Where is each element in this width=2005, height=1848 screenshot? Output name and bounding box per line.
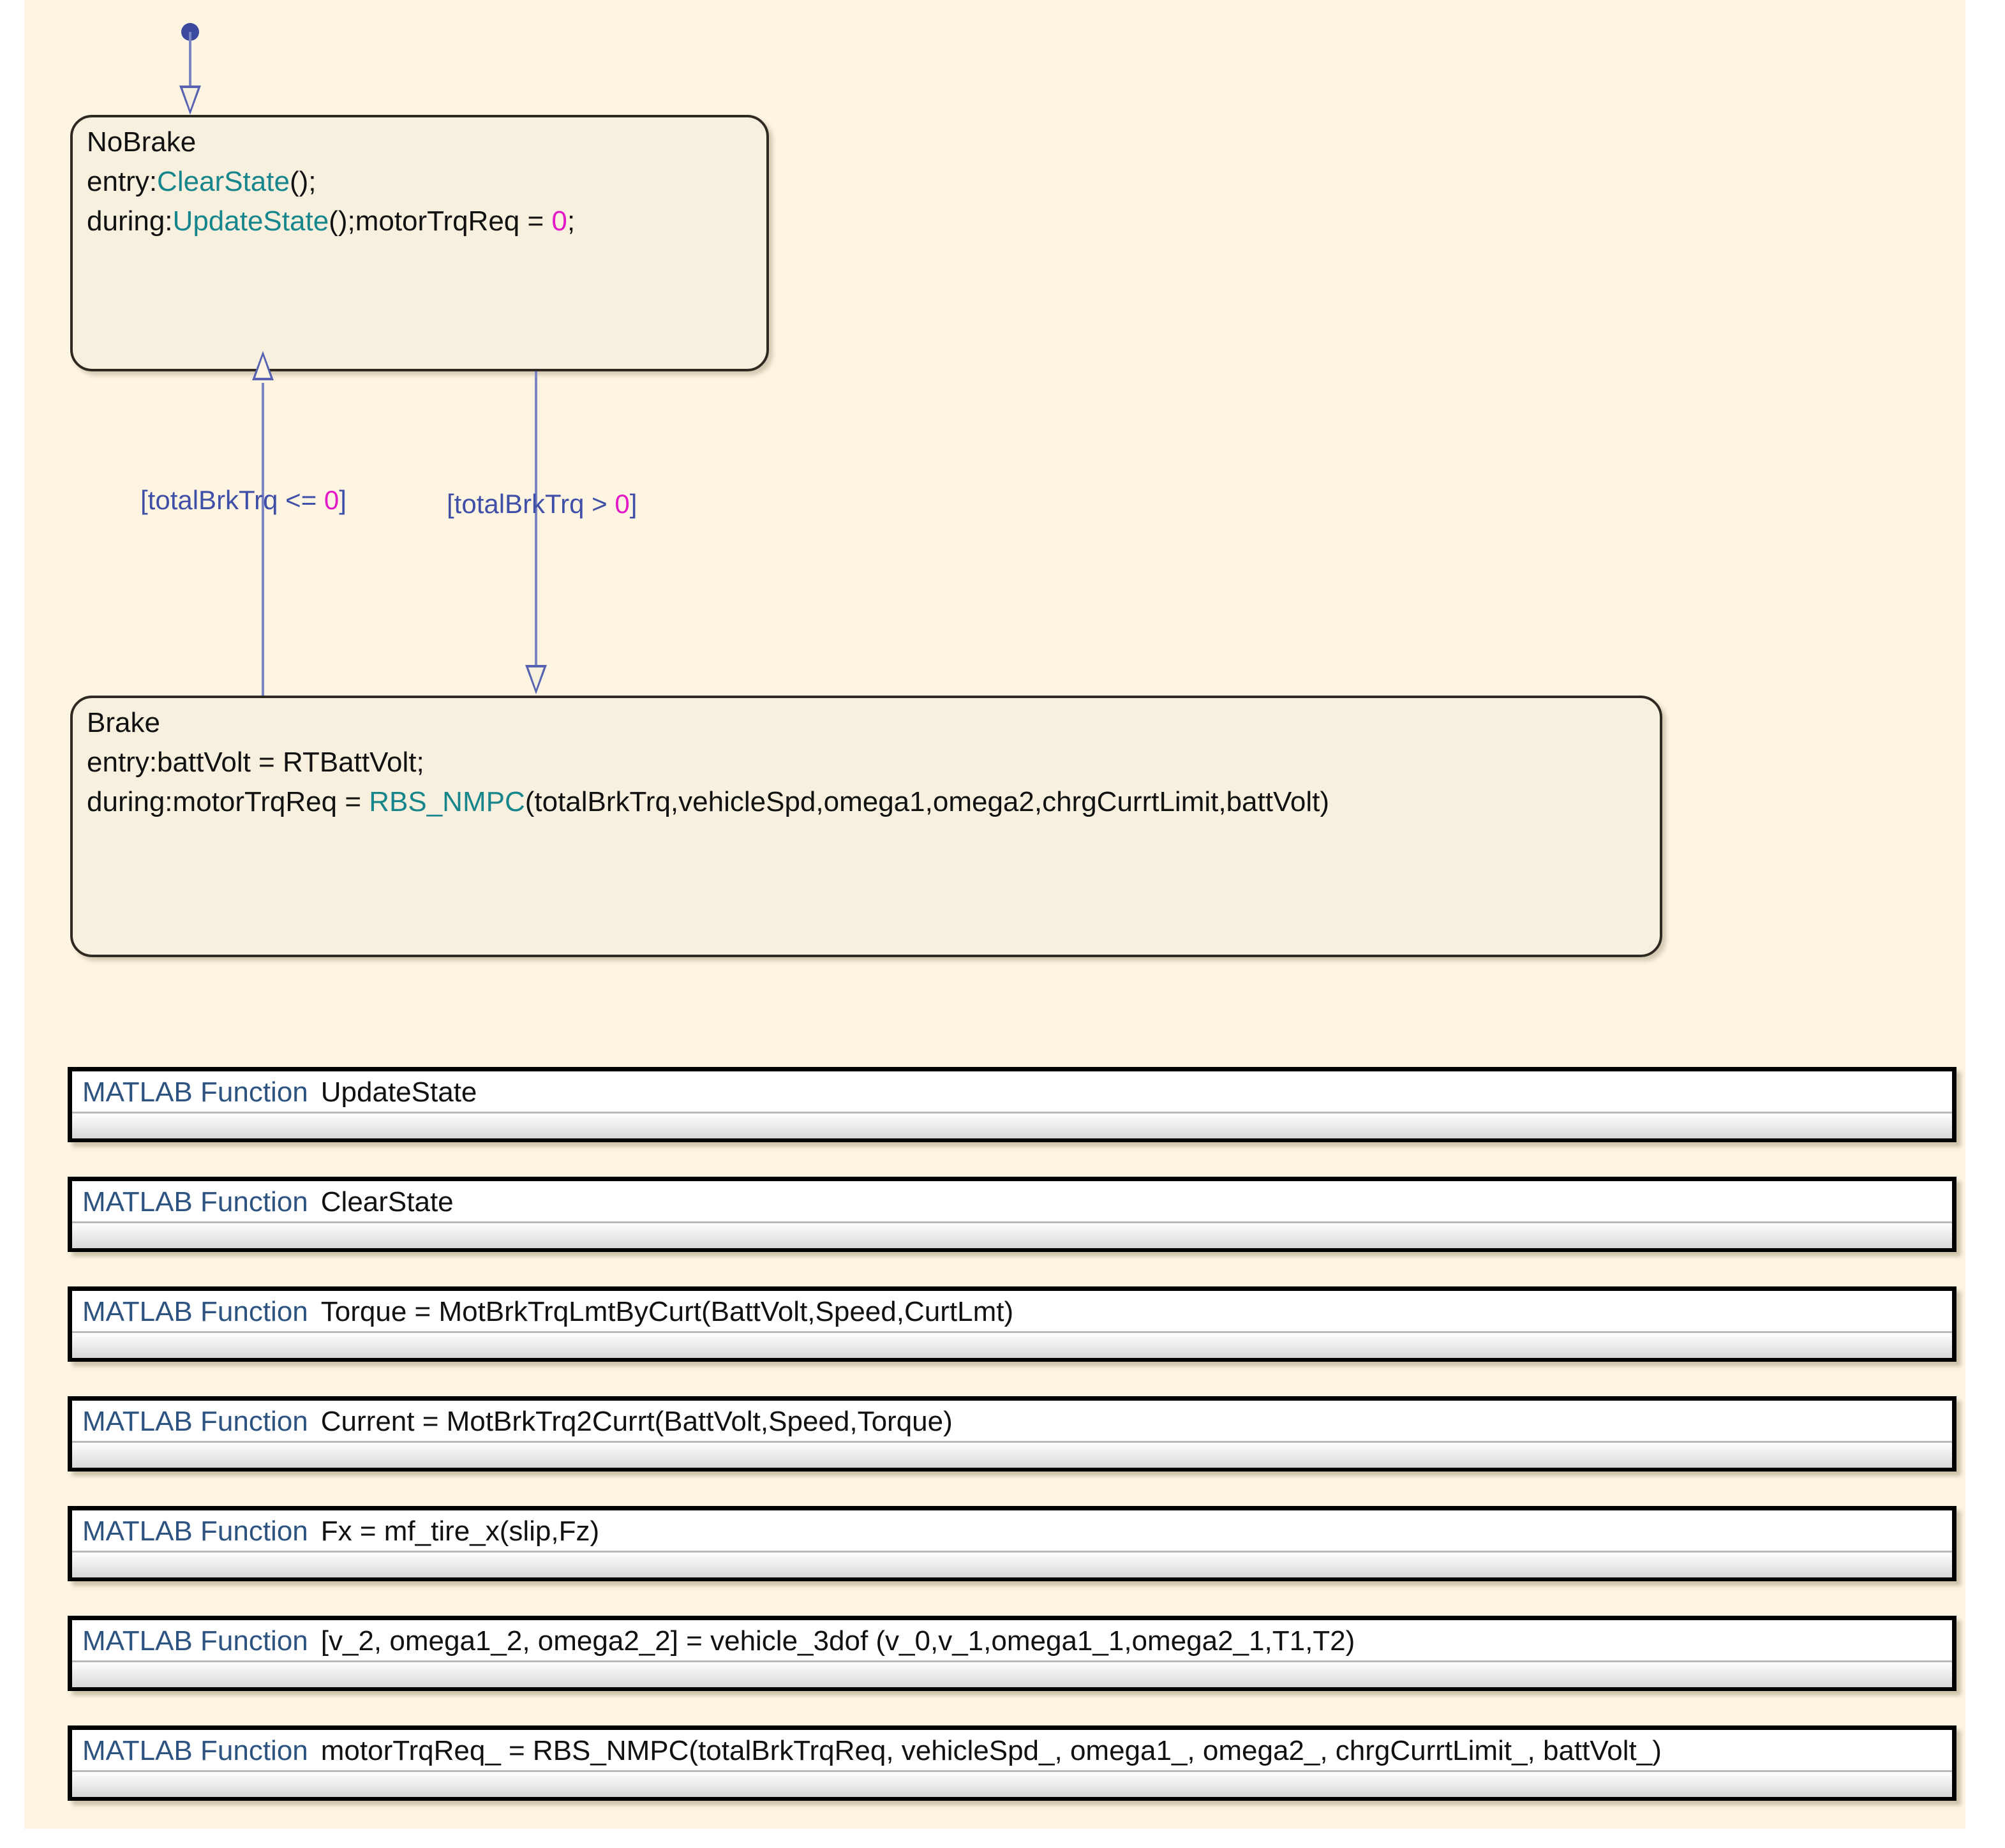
matlab-function-body bbox=[72, 1223, 1952, 1248]
matlab-function-title: MATLAB Function [v_2, omega1_2, omega2_2]… bbox=[72, 1620, 1952, 1662]
matlab-function-block[interactable]: MATLAB Function Torque = MotBrkTrqLmtByCu… bbox=[68, 1286, 1957, 1362]
guard-number: 0 bbox=[324, 485, 339, 515]
matlab-function-signature: Fx = mf_tire_x(slip,Fz) bbox=[320, 1516, 600, 1547]
stateflow-canvas[interactable]: NoBrake entry:ClearState(); during:Updat… bbox=[24, 0, 1965, 1829]
matlab-function-keyword: MATLAB Function bbox=[82, 1625, 308, 1657]
matlab-function-block[interactable]: MATLAB Function [v_2, omega1_2, omega2_2]… bbox=[68, 1616, 1957, 1691]
state-brake[interactable]: Brake entry:battVolt = RTBattVolt; durin… bbox=[70, 696, 1662, 957]
graphical-function-name: UpdateState bbox=[172, 205, 329, 237]
matlab-function-title: MATLAB Function Torque = MotBrkTrqLmtByCu… bbox=[72, 1291, 1952, 1333]
guard-number: 0 bbox=[615, 489, 630, 519]
transition-brake-to-nobrake-line[interactable] bbox=[262, 383, 264, 696]
matlab-function-title: MATLAB Function Current = MotBrkTrq2Currt… bbox=[72, 1401, 1952, 1443]
matlab-function-signature: ClearState bbox=[320, 1186, 454, 1218]
state-nobrake[interactable]: NoBrake entry:ClearState(); during:Updat… bbox=[70, 115, 769, 371]
transition-nobrake-to-brake-label: [totalBrkTrq > 0] bbox=[447, 489, 637, 519]
matlab-function-title: MATLAB Function UpdateState bbox=[72, 1071, 1952, 1114]
matlab-function-signature: Current = MotBrkTrq2Currt(BattVolt,Speed… bbox=[320, 1406, 953, 1437]
matlab-function-keyword: MATLAB Function bbox=[82, 1406, 308, 1437]
matlab-function-keyword: MATLAB Function bbox=[82, 1077, 308, 1108]
default-transition-arrowhead bbox=[179, 86, 201, 115]
graphical-function-name: ClearState bbox=[157, 166, 290, 197]
matlab-function-body bbox=[72, 1662, 1952, 1687]
state-action-text: entry: bbox=[87, 166, 158, 197]
matlab-function-keyword: MATLAB Function bbox=[82, 1735, 308, 1766]
matlab-function-keyword: MATLAB Function bbox=[82, 1516, 308, 1547]
state-action-text: ; bbox=[567, 205, 576, 237]
guard-suffix: ] bbox=[629, 489, 637, 519]
default-transition-line bbox=[189, 32, 191, 102]
state-action-text: ();motorTrqReq = bbox=[329, 205, 552, 237]
state-nobrake-name-line: NoBrake bbox=[87, 123, 763, 162]
state-action-text: entry:battVolt = RTBattVolt; bbox=[87, 747, 424, 778]
matlab-function-block[interactable]: MATLAB Function Current = MotBrkTrq2Currt… bbox=[68, 1396, 1957, 1472]
state-action-text: during: bbox=[87, 205, 173, 237]
transition-brake-to-nobrake-label: [totalBrkTrq <= 0] bbox=[140, 485, 347, 516]
matlab-function-block[interactable]: MATLAB Function Fx = mf_tire_x(slip,Fz) bbox=[68, 1506, 1957, 1581]
transition-brake-to-nobrake-arrowhead bbox=[252, 351, 274, 380]
matlab-function-title: MATLAB Function Fx = mf_tire_x(slip,Fz) bbox=[72, 1510, 1952, 1553]
matlab-function-keyword: MATLAB Function bbox=[82, 1186, 308, 1218]
matlab-function-body bbox=[72, 1443, 1952, 1468]
guard-prefix: [totalBrkTrq > bbox=[447, 489, 615, 519]
matlab-function-body bbox=[72, 1333, 1952, 1358]
transition-nobrake-to-brake-line[interactable] bbox=[535, 371, 537, 671]
guard-prefix: [totalBrkTrq <= bbox=[140, 485, 324, 515]
matlab-function-signature: Torque = MotBrkTrqLmtByCurt(BattVolt,Spe… bbox=[320, 1296, 1014, 1327]
matlab-function-signature: [v_2, omega1_2, omega2_2] = vehicle_3dof… bbox=[320, 1625, 1355, 1657]
state-nobrake-label: NoBrake entry:ClearState(); during:Updat… bbox=[87, 123, 763, 241]
matlab-function-block[interactable]: MATLAB Function motorTrqReq_ = RBS_NMPC(t… bbox=[68, 1725, 1957, 1801]
matlab-function-body bbox=[72, 1114, 1952, 1138]
matlab-function-title: MATLAB Function ClearState bbox=[72, 1181, 1952, 1223]
numeric-literal: 0 bbox=[551, 205, 567, 237]
state-brake-label: Brake entry:battVolt = RTBattVolt; durin… bbox=[87, 703, 1656, 822]
matlab-function-body bbox=[72, 1553, 1952, 1577]
guard-suffix: ] bbox=[339, 485, 347, 515]
graphical-function-name: RBS_NMPC bbox=[369, 786, 525, 817]
matlab-function-signature: UpdateState bbox=[320, 1077, 477, 1108]
matlab-function-block[interactable]: MATLAB Function ClearState bbox=[68, 1177, 1957, 1252]
matlab-function-title: MATLAB Function motorTrqReq_ = RBS_NMPC(t… bbox=[72, 1730, 1952, 1772]
transition-nobrake-to-brake-arrowhead bbox=[525, 665, 547, 694]
state-brake-entry-line: entry:battVolt = RTBattVolt; bbox=[87, 743, 1656, 782]
state-nobrake-entry-line: entry:ClearState(); bbox=[87, 162, 763, 202]
state-action-text: Brake bbox=[87, 707, 160, 738]
state-brake-name-line: Brake bbox=[87, 703, 1656, 743]
matlab-function-keyword: MATLAB Function bbox=[82, 1296, 308, 1327]
matlab-function-signature: motorTrqReq_ = RBS_NMPC(totalBrkTrqReq, … bbox=[320, 1735, 1662, 1766]
state-action-text: (totalBrkTrq,vehicleSpd,omega1,omega2,ch… bbox=[525, 786, 1330, 817]
state-action-text: during:motorTrqReq = bbox=[87, 786, 369, 817]
matlab-function-block[interactable]: MATLAB Function UpdateState bbox=[68, 1067, 1957, 1142]
state-brake-during-line: during:motorTrqReq = RBS_NMPC(totalBrkTr… bbox=[87, 782, 1656, 822]
matlab-function-body bbox=[72, 1772, 1952, 1797]
state-nobrake-during-line: during:UpdateState();motorTrqReq = 0; bbox=[87, 202, 763, 241]
state-action-text: NoBrake bbox=[87, 126, 197, 158]
state-action-text: (); bbox=[289, 166, 317, 197]
